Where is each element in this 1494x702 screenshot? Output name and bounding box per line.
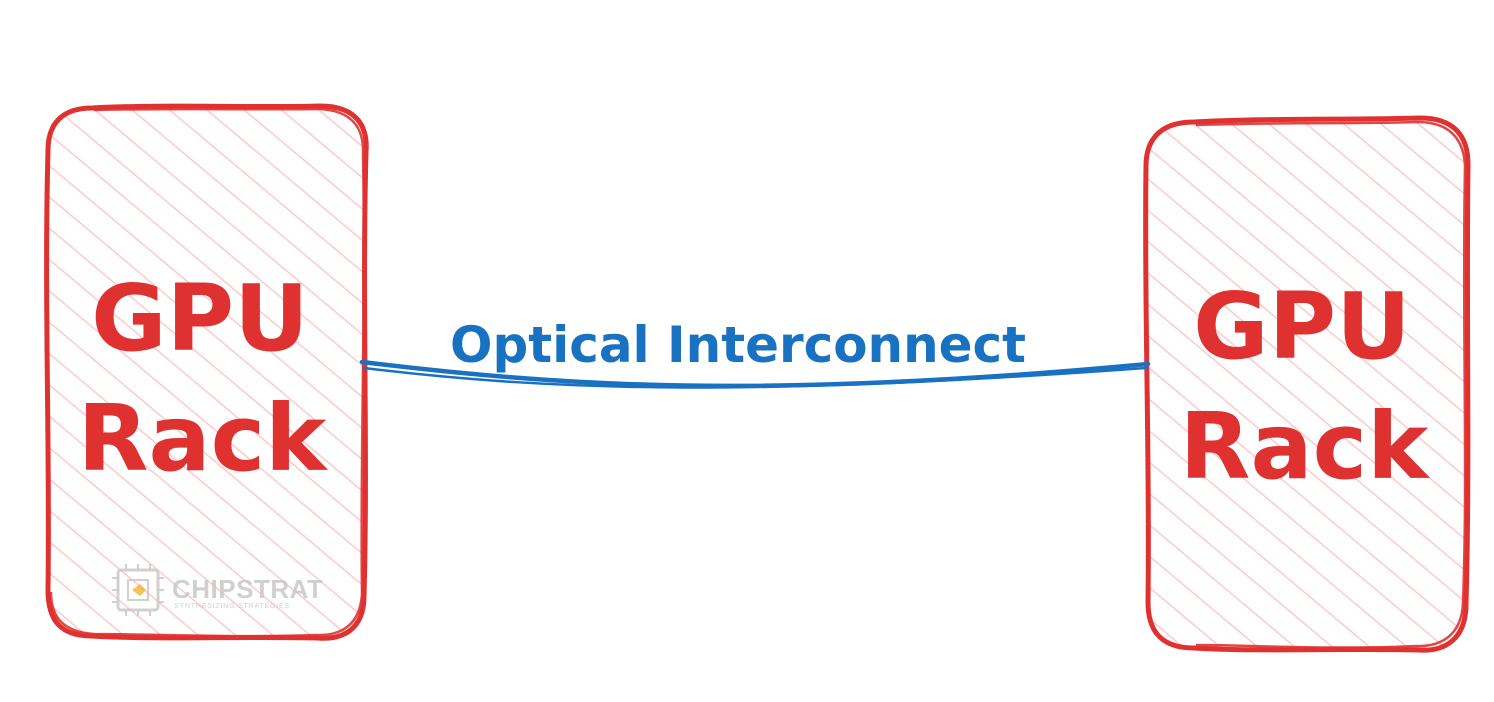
chipstrat-watermark: CHIPSTRAT SYNTHESIZING STRATEGIES	[112, 564, 323, 616]
rack-right-border	[1143, 115, 1471, 653]
interconnect-line-sketch	[362, 366, 1148, 389]
optical-interconnect-link[interactable]: Optical Interconnect	[359, 316, 1151, 389]
rack-left-border	[44, 103, 369, 641]
rack-left-border-sketch	[49, 107, 366, 638]
rack-right-fill	[1146, 118, 1468, 651]
gpu-rack-left[interactable]: GPU Rack	[44, 103, 369, 641]
rack-left-fill	[48, 106, 366, 639]
rack-left-label-line2: Rack	[78, 385, 328, 492]
rack-right-label-line1: GPU	[1193, 273, 1411, 380]
chip-logo-icon	[112, 564, 164, 616]
gpu-rack-right[interactable]: GPU Rack	[1143, 115, 1471, 653]
interconnect-line	[359, 359, 1151, 389]
watermark-brand: CHIPSTRAT	[172, 574, 323, 604]
interconnect-label: Optical Interconnect	[450, 316, 1026, 374]
rack-left-label-line1: GPU	[91, 265, 309, 372]
rack-right-label-line2: Rack	[1180, 393, 1430, 500]
rack-right-border-sketch	[1195, 120, 1467, 649]
watermark-tagline: SYNTHESIZING STRATEGIES	[174, 603, 290, 610]
